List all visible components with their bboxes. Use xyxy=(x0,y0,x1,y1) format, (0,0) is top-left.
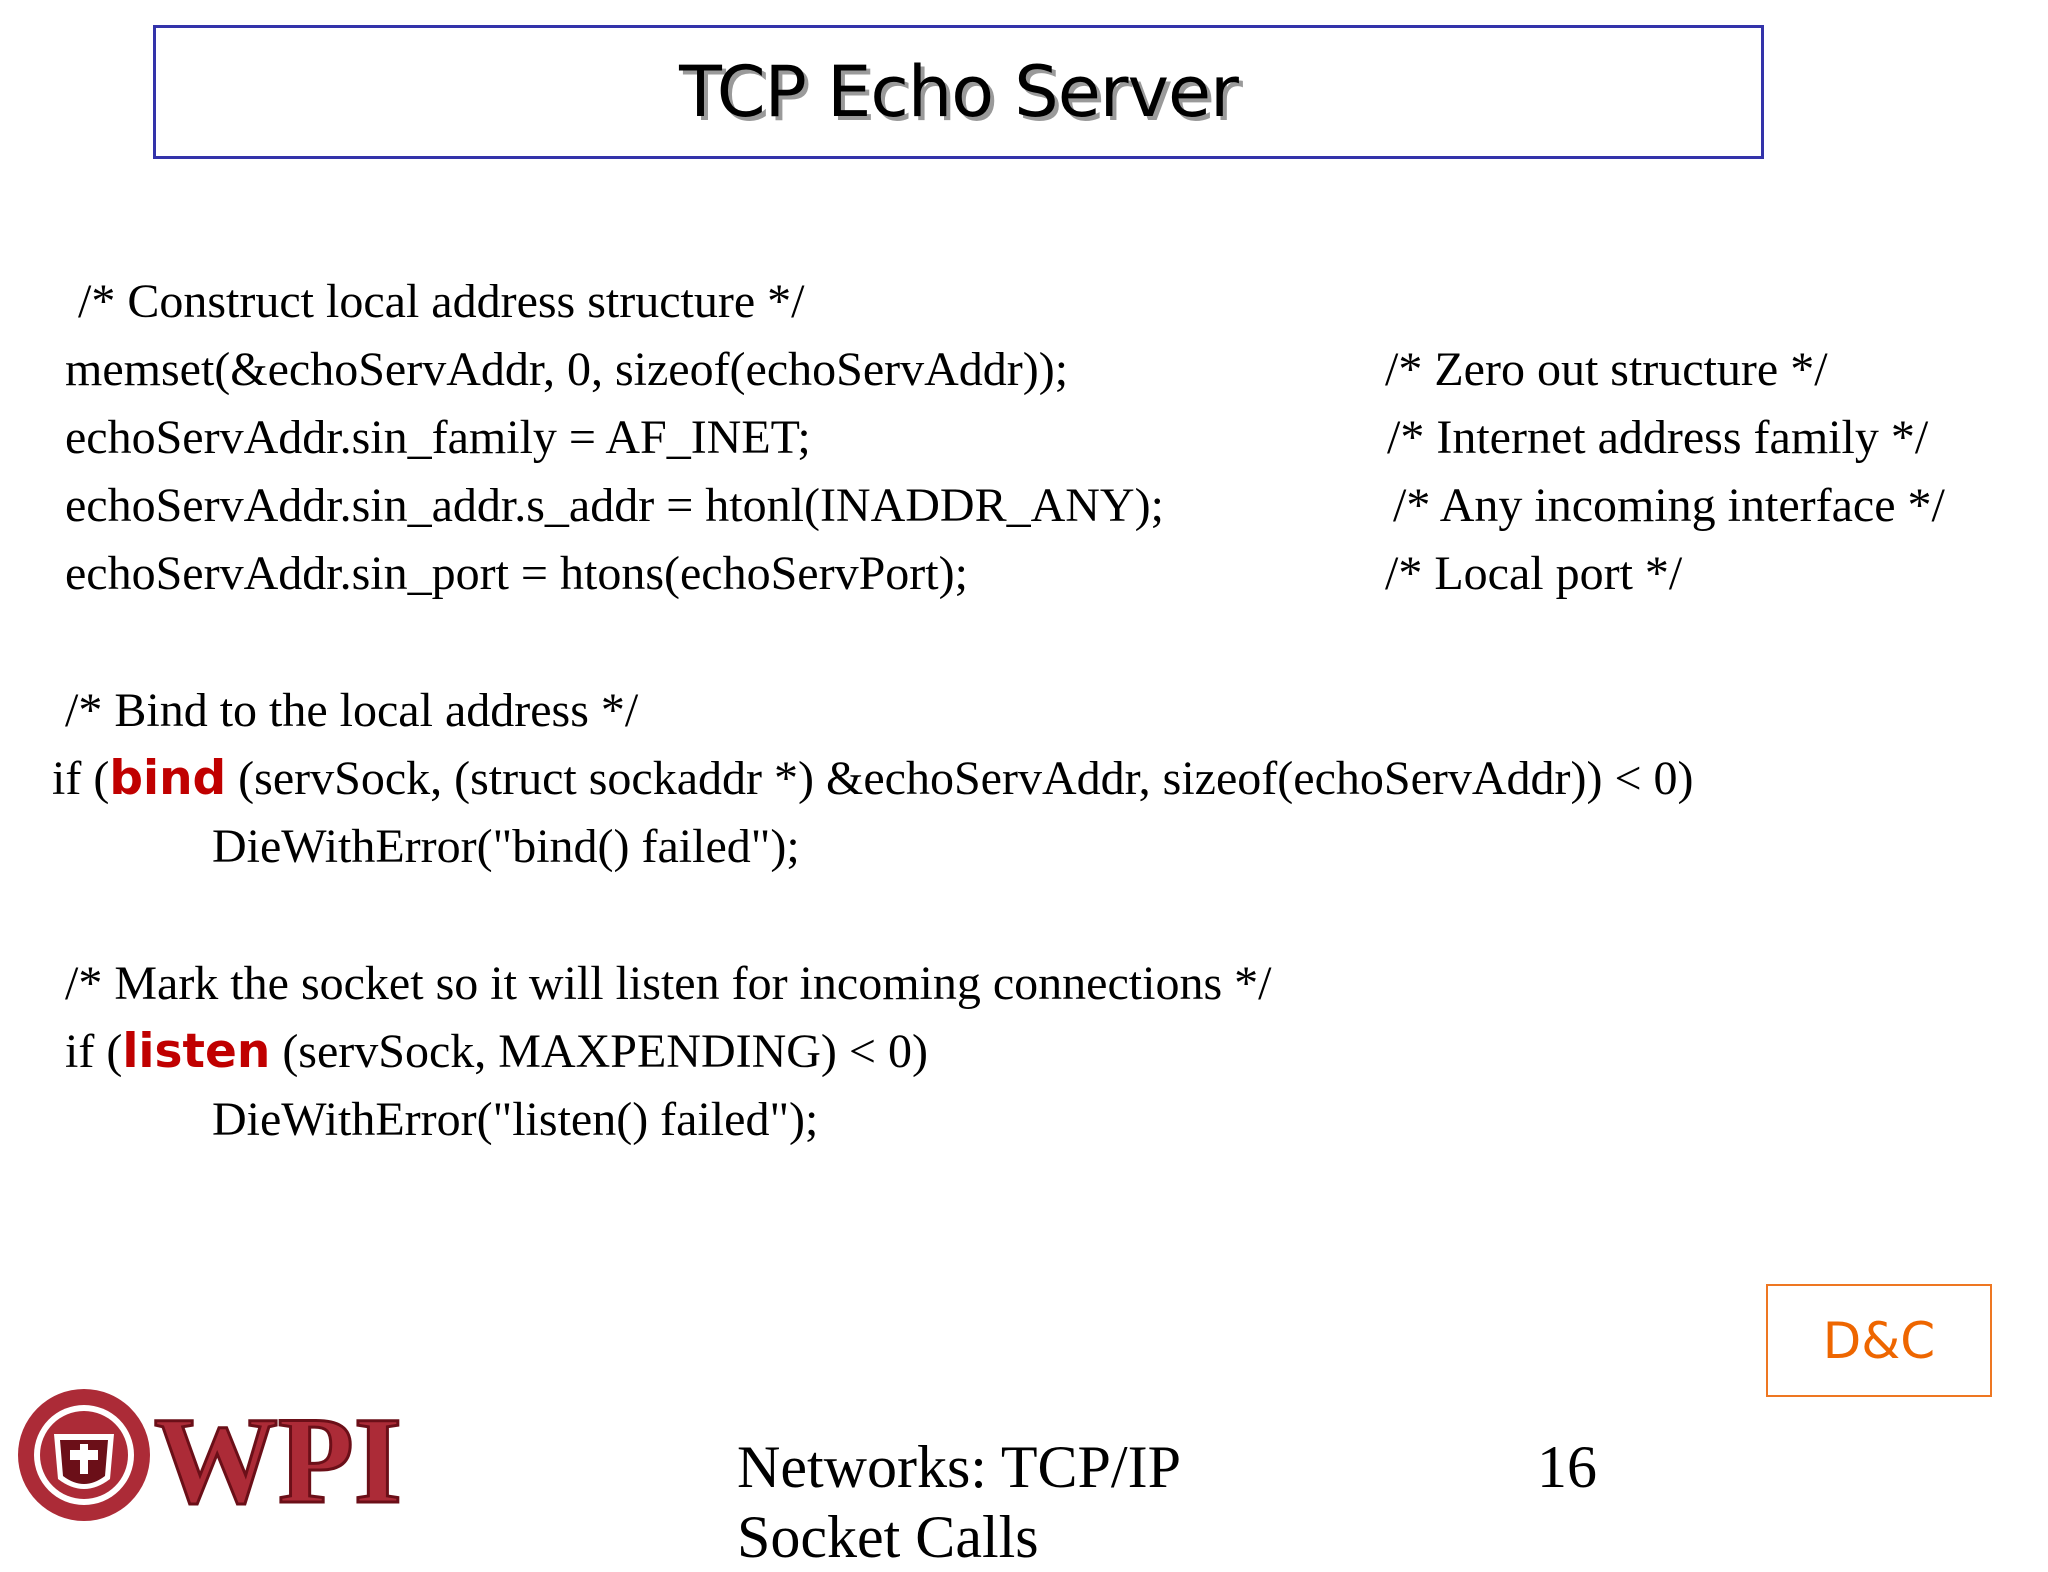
code-bind-line: if (bind (servSock, (struct sockaddr *) … xyxy=(52,755,1694,803)
code-listen-error: DieWithError("listen() failed"); xyxy=(212,1093,819,1146)
wpi-wordmark: WPI xyxy=(154,1392,402,1526)
dc-badge: D&C xyxy=(1766,1284,1992,1397)
dc-badge-label: D&C xyxy=(1822,1311,1936,1370)
keyword-listen: listen xyxy=(122,1024,271,1079)
code-if: if ( xyxy=(65,1025,123,1078)
slide-title-box: TCP Echo Server xyxy=(153,25,1764,159)
code-sin-port: echoServAddr.sin_port = htons(echoServPo… xyxy=(65,547,968,600)
code-comment-port: /* Local port */ xyxy=(1385,547,1683,600)
code-comment-construct: /* Construct local address structure */ xyxy=(78,275,805,328)
code-comment-interface: /* Any incoming interface */ xyxy=(1393,479,1945,532)
code-comment-zero: /* Zero out structure */ xyxy=(1385,343,1828,396)
code-memset: memset(&echoServAddr, 0, sizeof(echoServ… xyxy=(65,343,1069,396)
code-block: /* Construct local address structure */ … xyxy=(52,275,1945,1146)
code-sin-addr: echoServAddr.sin_addr.s_addr = htonl(INA… xyxy=(65,479,1164,532)
code-comment-listen: /* Mark the socket so it will listen for… xyxy=(65,957,1272,1010)
code-listen-line: if (listen (servSock, MAXPENDING) < 0) xyxy=(65,1028,928,1076)
code-comment-bind: /* Bind to the local address */ xyxy=(65,684,639,737)
code-if: if ( xyxy=(52,752,110,805)
footer-course-title: Networks: TCP/IP xyxy=(737,1434,1181,1500)
wpi-logo: WPI xyxy=(14,1384,414,1531)
footer-course-title-cont: Socket Calls xyxy=(737,1504,1039,1570)
page-number: 16 xyxy=(1537,1434,1597,1500)
keyword-bind: bind xyxy=(109,751,227,806)
code-comment-family: /* Internet address family */ xyxy=(1387,411,1929,464)
wpi-seal-icon: WPI xyxy=(18,1389,404,1531)
code-bind-args: (servSock, (struct sockaddr *) &echoServ… xyxy=(226,752,1694,805)
code-listen-args: (servSock, MAXPENDING) < 0) xyxy=(270,1025,928,1078)
code-bind-error: DieWithError("bind() failed"); xyxy=(212,820,800,873)
slide-title: TCP Echo Server xyxy=(679,51,1239,133)
code-sin-family: echoServAddr.sin_family = AF_INET; xyxy=(65,411,811,464)
